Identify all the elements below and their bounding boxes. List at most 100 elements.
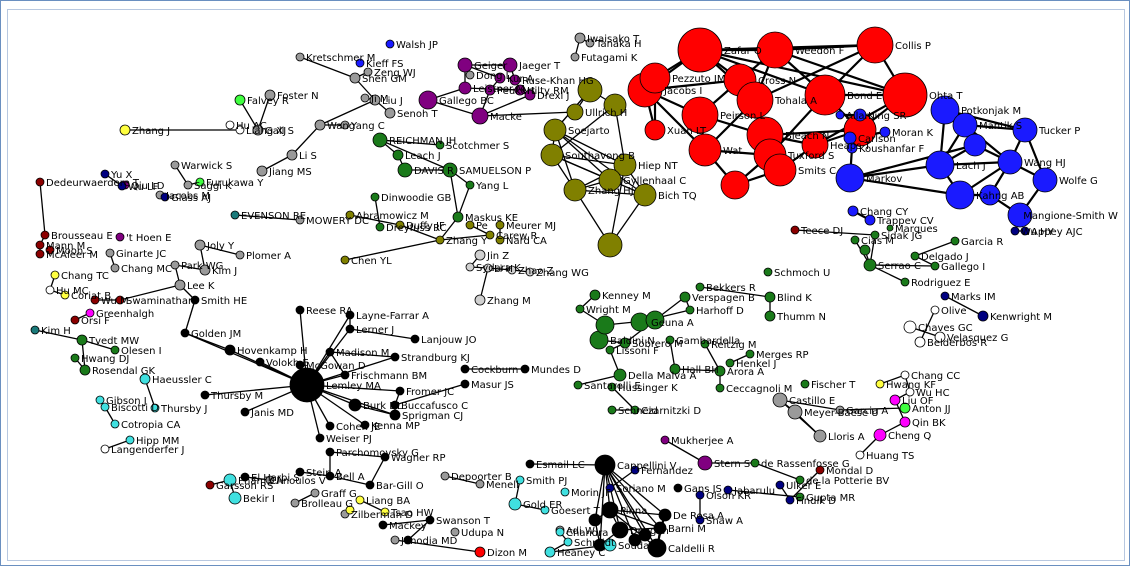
node-wolfe[interactable] — [1032, 167, 1058, 193]
node-fischer[interactable] — [800, 379, 810, 389]
node-xuan[interactable] — [644, 119, 666, 141]
node-castillo[interactable] — [772, 392, 788, 408]
node-soudan[interactable] — [603, 538, 617, 552]
node-barnim[interactable] — [653, 521, 667, 535]
node-hussinger[interactable] — [607, 382, 617, 392]
node-evenson[interactable] — [230, 210, 240, 220]
node-pezzuto[interactable] — [639, 62, 671, 94]
node-davis[interactable] — [397, 162, 413, 178]
node-moonis[interactable] — [45, 245, 55, 255]
node-bond[interactable] — [804, 74, 846, 116]
node-cotropia[interactable] — [110, 419, 120, 429]
node-golden[interactable] — [180, 328, 190, 338]
node-jaeger[interactable] — [502, 57, 518, 73]
node-lemley[interactable] — [289, 367, 325, 403]
node-leistner[interactable] — [458, 81, 472, 95]
node-soejarto[interactable] — [543, 118, 567, 142]
node-caldelli[interactable] — [647, 538, 667, 558]
node-maskus[interactable] — [452, 211, 464, 223]
node-sobrero[interactable] — [619, 337, 631, 349]
node-liuof[interactable] — [889, 394, 901, 406]
node-steina[interactable] — [295, 467, 305, 477]
node-marques[interactable] — [886, 224, 894, 232]
node-smithhe[interactable] — [190, 295, 200, 305]
node-gibsonj[interactable] — [95, 395, 105, 405]
node-reitzig[interactable] — [700, 339, 710, 349]
node-humc[interactable] — [45, 285, 55, 295]
node-saggi[interactable] — [183, 180, 193, 190]
node-wat[interactable] — [688, 133, 722, 167]
node-warwick[interactable] — [170, 160, 180, 170]
node-dong[interactable] — [465, 70, 475, 80]
node-lerner[interactable] — [345, 324, 355, 334]
node-b1[interactable] — [963, 133, 987, 157]
node-carew[interactable] — [485, 230, 495, 240]
node-dizonm[interactable] — [474, 546, 486, 558]
node-findikd[interactable] — [785, 495, 795, 505]
node-oliveb[interactable] — [930, 305, 940, 315]
node-merges[interactable] — [745, 349, 755, 359]
node-garsson[interactable] — [205, 480, 215, 490]
node-rosendal[interactable] — [79, 364, 91, 376]
node-futagami[interactable] — [570, 52, 580, 62]
node-arora[interactable] — [714, 365, 726, 377]
node-hovenkamp[interactable] — [224, 344, 236, 356]
node-bella[interactable] — [325, 471, 335, 481]
node-collis[interactable] — [856, 26, 894, 64]
node-wuhy[interactable] — [1010, 226, 1020, 236]
node-gupta[interactable] — [795, 492, 805, 502]
node-ceccagnoli[interactable] — [715, 383, 725, 393]
node-fosterm[interactable] — [264, 89, 276, 101]
node-mann[interactable] — [35, 240, 45, 250]
node-r2[interactable] — [720, 170, 750, 200]
node-teecedj[interactable] — [790, 225, 800, 235]
node-strandburg[interactable] — [390, 352, 400, 362]
node-coriatb[interactable] — [60, 290, 70, 300]
node-harhoff[interactable] — [685, 305, 695, 315]
node-kahng[interactable] — [945, 180, 975, 210]
node-bichtq[interactable] — [633, 183, 657, 207]
node-kimh[interactable] — [30, 325, 40, 335]
node-moran[interactable] — [879, 126, 891, 138]
node-kimj[interactable] — [199, 264, 211, 276]
node-chancy[interactable] — [847, 205, 859, 217]
node-peukert[interactable] — [484, 84, 496, 96]
node-garciar[interactable] — [950, 236, 960, 246]
node-reichman[interactable] — [372, 132, 388, 148]
node-frischmann[interactable] — [340, 370, 350, 380]
node-schmidt[interactable] — [563, 537, 573, 547]
node-lis[interactable] — [286, 149, 298, 161]
node-shengm[interactable] — [349, 72, 361, 84]
node-haeussler[interactable] — [139, 373, 151, 385]
node-kretsch2[interactable] — [403, 535, 413, 545]
node-k4[interactable] — [638, 528, 652, 542]
node-wang[interactable] — [314, 119, 326, 131]
node-gellner[interactable] — [457, 57, 473, 73]
node-hoen[interactable] — [115, 232, 125, 242]
node-kennamp[interactable] — [360, 420, 370, 430]
node-gallegobc[interactable] — [418, 90, 438, 110]
node-lachj[interactable] — [925, 150, 955, 180]
node-leachj[interactable] — [392, 149, 404, 161]
node-tanaka[interactable] — [585, 38, 595, 48]
node-hwangdj[interactable] — [70, 353, 80, 363]
node-g2[interactable] — [595, 315, 615, 335]
node-volokh[interactable] — [255, 357, 265, 367]
node-markov[interactable] — [835, 163, 865, 193]
node-swaminathan[interactable] — [115, 295, 125, 305]
node-glassaj[interactable] — [160, 192, 170, 202]
node-goesert[interactable] — [540, 505, 550, 515]
node-orsif[interactable] — [70, 315, 80, 325]
node-mcaleer[interactable] — [35, 249, 45, 259]
node-o2[interactable] — [603, 93, 627, 117]
node-wum[interactable] — [90, 295, 100, 305]
node-kenney[interactable] — [589, 289, 601, 301]
node-serrao[interactable] — [863, 258, 877, 272]
node-goldr[interactable] — [508, 497, 522, 511]
node-wuhc[interactable] — [905, 387, 915, 397]
node-cohenje[interactable] — [325, 421, 335, 431]
node-schmoch[interactable] — [763, 267, 773, 277]
node-mackenzie[interactable] — [471, 107, 489, 125]
node-hiep[interactable] — [613, 153, 637, 177]
node-laynefarrar[interactable] — [345, 310, 355, 320]
